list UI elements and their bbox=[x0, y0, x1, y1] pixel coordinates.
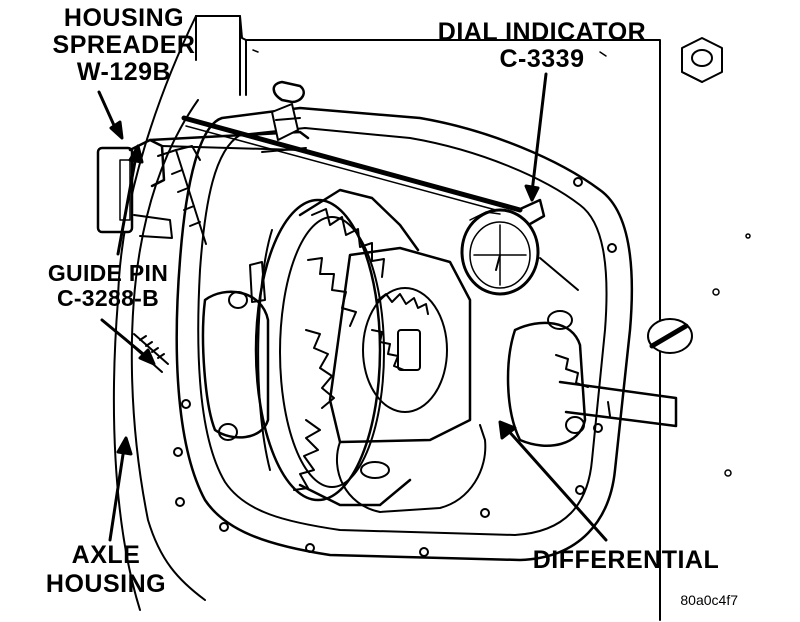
label-line: SPREADER bbox=[52, 31, 196, 59]
right-bearing-cap bbox=[506, 310, 678, 447]
left-bearing-cap bbox=[201, 261, 270, 441]
label-housing-spreader: HOUSING SPREADER W-129B bbox=[48, 6, 200, 85]
label-differential: DIFFERENTIAL bbox=[524, 548, 728, 573]
housing-rear-plate bbox=[195, 15, 661, 621]
arrow-differential bbox=[504, 426, 608, 542]
housing-flange bbox=[173, 106, 634, 562]
arrow-guide-pin-up bbox=[116, 154, 138, 256]
ring-gear bbox=[254, 188, 420, 507]
label-line: W-129B bbox=[76, 58, 172, 86]
slotted-screw-icon bbox=[647, 318, 693, 354]
rear-plate-marks bbox=[712, 233, 751, 477]
hex-nut-icon bbox=[681, 37, 723, 83]
axle-housing-edge bbox=[112, 15, 206, 611]
label-line: AXLE bbox=[71, 541, 141, 569]
differential-case bbox=[328, 246, 487, 513]
dial-indicator-icon bbox=[460, 198, 579, 296]
label-dial-indicator: DIAL INDICATOR C-3339 bbox=[426, 20, 658, 72]
label-line: GUIDE PIN bbox=[47, 260, 169, 286]
label-line: DIAL INDICATOR bbox=[437, 18, 647, 46]
label-line: HOUSING bbox=[63, 4, 185, 32]
leader-arrows bbox=[97, 72, 608, 542]
label-line: HOUSING bbox=[45, 570, 167, 598]
arrow-guide-pin-down bbox=[100, 318, 150, 360]
dial-indicator-arm bbox=[181, 80, 523, 217]
arrow-dial-indicator bbox=[530, 72, 548, 194]
label-line: DIFFERENTIAL bbox=[532, 546, 720, 574]
label-line: C-3339 bbox=[499, 45, 585, 73]
arrow-axle-housing bbox=[108, 446, 126, 542]
label-line: C-3288-B bbox=[56, 285, 160, 311]
label-guide-pin: GUIDE PIN C-3288-B bbox=[40, 262, 176, 310]
label-axle-housing: AXLE HOUSING bbox=[38, 543, 174, 597]
figure-reference: 80a0c4f7 bbox=[680, 592, 738, 608]
housing-spreader-tool bbox=[96, 130, 310, 245]
